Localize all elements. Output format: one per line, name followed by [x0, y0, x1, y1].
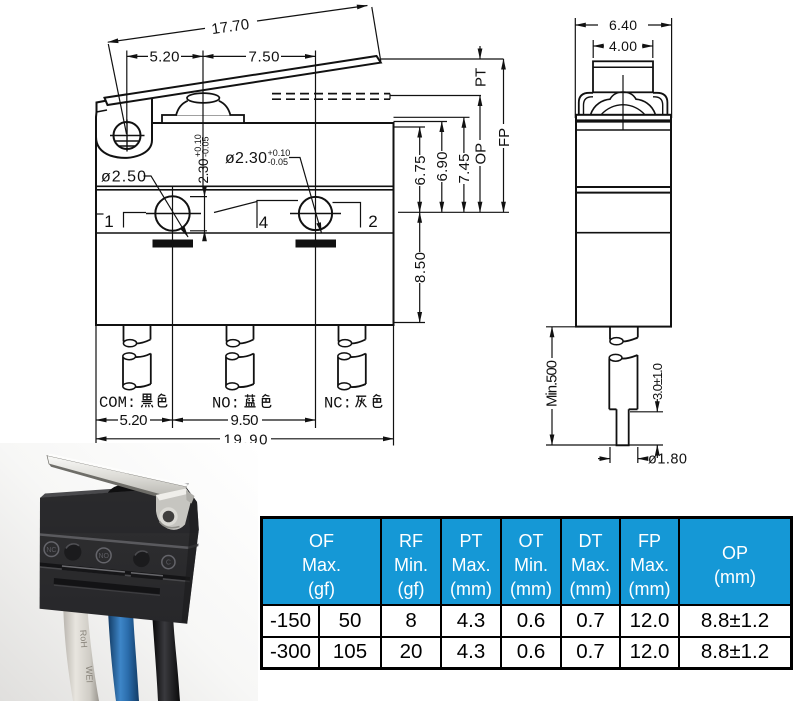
- svg-text:-0.05: -0.05: [200, 136, 210, 157]
- svg-text:Min.500: Min.500: [544, 360, 561, 407]
- svg-text:+0.10: +0.10: [268, 148, 291, 158]
- svg-text:PT: PT: [473, 68, 490, 87]
- svg-text:2.30: 2.30: [196, 159, 211, 184]
- svg-text:+0.10: +0.10: [193, 134, 203, 157]
- svg-text:OP: OP: [473, 143, 490, 165]
- svg-text:NC:: NC:: [324, 395, 352, 413]
- svg-text:1: 1: [104, 212, 113, 231]
- svg-text:7.50: 7.50: [249, 49, 280, 66]
- svg-text:2: 2: [368, 212, 377, 231]
- svg-text:NO: NO: [98, 553, 109, 560]
- svg-text:5.20: 5.20: [120, 412, 148, 429]
- svg-text:8.50: 8.50: [412, 252, 429, 283]
- svg-text:4: 4: [259, 213, 268, 232]
- svg-text:6.40: 6.40: [609, 17, 637, 33]
- svg-text:COM:: COM:: [99, 394, 136, 412]
- svg-text:ø1.80: ø1.80: [648, 452, 687, 468]
- svg-text:NC: NC: [46, 547, 56, 554]
- svg-text:4.00: 4.00: [609, 38, 637, 54]
- svg-text:9.50: 9.50: [231, 412, 259, 429]
- svg-text:6.75: 6.75: [412, 156, 429, 186]
- svg-text:RoH: RoH: [78, 629, 89, 648]
- svg-text:ø2.50: ø2.50: [101, 169, 146, 186]
- svg-text:NO:: NO:: [212, 395, 240, 413]
- svg-text:5.20: 5.20: [150, 49, 180, 66]
- svg-text:6.90: 6.90: [434, 152, 451, 182]
- svg-text:C: C: [166, 560, 171, 567]
- svg-text:17.70: 17.70: [210, 16, 250, 38]
- svg-text:3.0±1.0: 3.0±1.0: [650, 363, 665, 400]
- svg-text:WEI: WEI: [84, 666, 95, 683]
- svg-text:ø2.30: ø2.30: [225, 150, 267, 167]
- svg-text:-0.05: -0.05: [268, 157, 289, 167]
- svg-text:7.45: 7.45: [456, 154, 473, 184]
- svg-text:FP: FP: [496, 128, 513, 147]
